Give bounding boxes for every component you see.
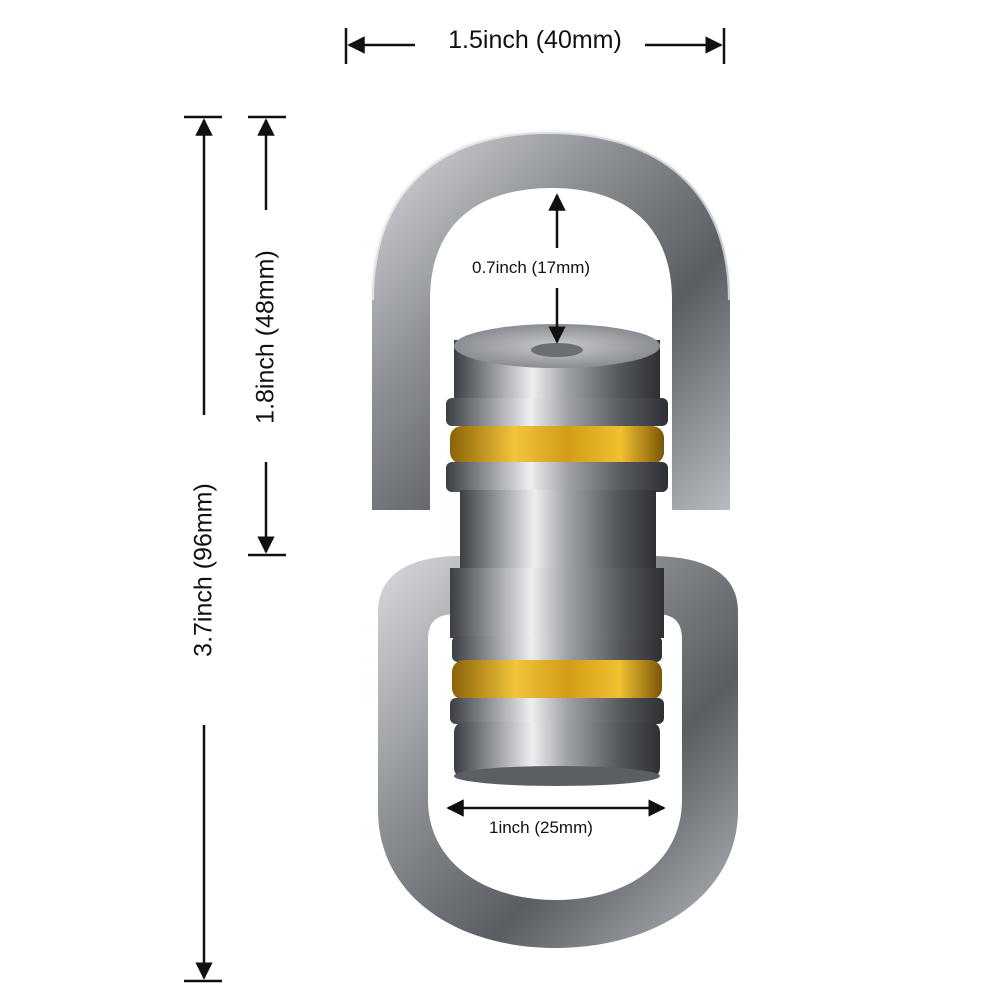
- upper-eye-inner-label: 0.7inch (17mm): [472, 258, 591, 277]
- lower-eye-width-label: 1inch (25mm): [489, 818, 593, 837]
- overall-width-text: 1.5inch (40mm): [442, 26, 628, 54]
- overall-height-label: 3.7inch (96mm): [189, 477, 219, 663]
- dimension-lines: [184, 28, 726, 983]
- lower-bearing: [452, 660, 662, 700]
- swivel-body: [446, 324, 668, 786]
- upper-bearing: [450, 426, 664, 464]
- upper-eye-height-label: 1.8inch (48mm): [251, 244, 281, 430]
- overall-width-label: 1.5inch (40mm): [346, 26, 724, 55]
